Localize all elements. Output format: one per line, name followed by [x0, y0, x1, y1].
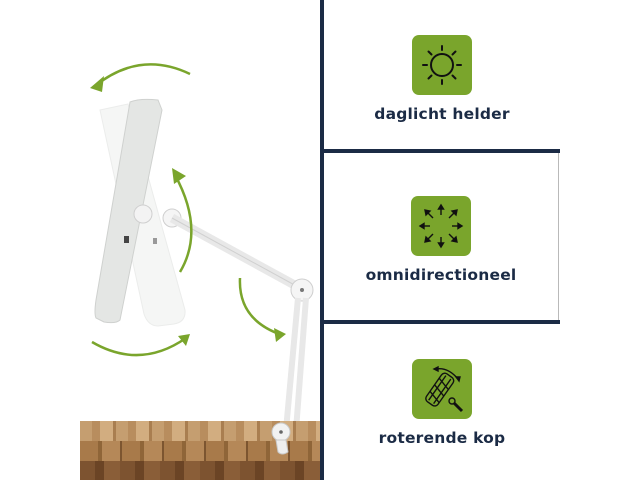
wooden-table-edge	[80, 441, 320, 461]
feature-rotating-head: roterende kop	[324, 324, 560, 480]
horizontal-divider-1	[320, 149, 560, 153]
feature-daylight: daglicht helder	[324, 0, 560, 149]
feature-label: daglicht helder	[374, 105, 510, 123]
feature-label: omnidirectioneel	[365, 266, 517, 284]
wooden-table-underside	[80, 461, 320, 480]
omnidirectional-arrows-icon	[411, 196, 471, 256]
lamp-clamp	[271, 422, 291, 455]
switch	[124, 236, 129, 243]
vertical-divider	[320, 0, 324, 480]
horizontal-divider-2	[320, 320, 560, 324]
product-image	[0, 0, 320, 480]
feature-label: roterende kop	[378, 429, 506, 447]
feature-omnidirectional: omnidirectioneel	[324, 153, 559, 320]
sun-icon	[412, 35, 472, 95]
rotating-lamp-head-icon	[412, 359, 472, 419]
desk-lamp-illustration	[90, 63, 314, 431]
